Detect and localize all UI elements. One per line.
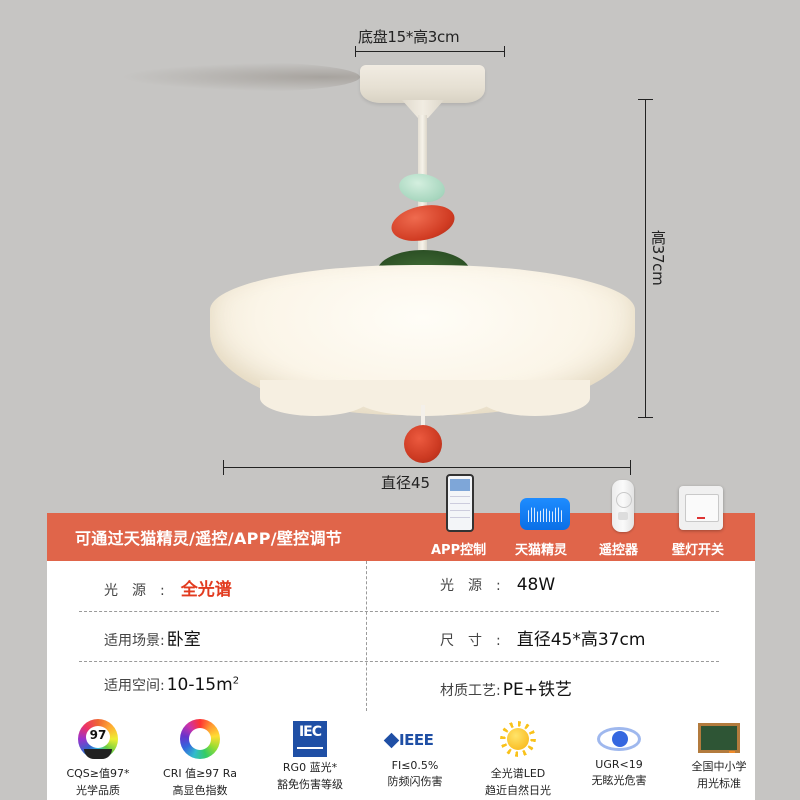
cert-line2: 趋近自然日光 — [485, 784, 551, 797]
cert-cri: CRI 值≥97 Ra 高显色指数 — [156, 711, 244, 798]
spec-key: 光源: — [104, 583, 179, 599]
spec-key: 材质工艺: — [440, 683, 501, 699]
cert-line1: CRI 值≥97 Ra — [163, 767, 237, 780]
smartphone-app-icon — [446, 474, 474, 532]
phone-list-line — [450, 510, 470, 511]
spec-row: 光源:全光谱 光源:48W — [47, 561, 755, 611]
cert-full-spectrum: 全光谱LED 趋近自然日光 — [474, 711, 562, 798]
cert-line2: 光学品质 — [76, 784, 120, 797]
cert-line1: 全光谱LED — [490, 767, 546, 780]
spec-key: 适用场景: — [104, 633, 165, 649]
control-methods-banner: 可通过天猫精灵/遥控/APP/壁控调节 — [47, 513, 755, 561]
spec-row: 适用空间:10-15m2 材质工艺:PE+铁艺 — [47, 661, 755, 711]
spec-value-superscript: 2 — [232, 675, 240, 687]
ceiling-shadow — [120, 62, 360, 92]
spec-value: PE+铁艺 — [502, 680, 572, 700]
cert-line2: 无眩光危害 — [591, 774, 647, 787]
spec-table: 光源:全光谱 光源:48W 适用场景:卧室 尺寸:直径45*高37cm 适用空间… — [47, 561, 755, 711]
cert-line1: 全国中小学 — [691, 760, 747, 773]
cert-line2: 豁免伤害等级 — [277, 778, 343, 791]
lamp-shade-lobe — [480, 380, 590, 416]
spec-value: 卧室 — [166, 630, 201, 650]
spec-value: 10-15m2 — [167, 675, 239, 695]
cqs-97-badge-icon: 97 — [78, 719, 118, 759]
phone-list-line — [450, 496, 470, 497]
spec-value: 全光谱 — [180, 580, 232, 600]
spec-value-text: 10-15m — [166, 675, 233, 695]
remote-control-icon — [612, 480, 634, 532]
base-dimension-label: 底盘15*高3cm — [358, 28, 460, 46]
diameter-dimension-line — [223, 460, 631, 475]
lamp-shade-lobe — [355, 380, 495, 416]
base-dimension-line — [355, 46, 505, 57]
lamp-canopy — [360, 65, 485, 103]
iec-logo-icon: IEC — [293, 721, 327, 757]
spec-size: 尺寸:直径45*高37cm — [440, 625, 645, 650]
sun-icon — [498, 719, 538, 759]
diameter-dimension-label: 直径45 — [381, 474, 431, 492]
cert-line2: 高显色指数 — [172, 784, 228, 797]
control-label-wall-switch: 壁灯开关 — [672, 543, 725, 558]
cert-ieee: IEEE FI≤0.5% 防频闪伤害 — [371, 711, 459, 789]
cert-line1: UGR<19 — [595, 758, 643, 771]
column-divider — [366, 561, 367, 711]
spec-value: 48W — [516, 575, 556, 595]
cert-ugr: UGR<19 无眩光危害 — [575, 711, 663, 788]
wall-switch-icon — [679, 486, 723, 530]
blackboard-icon — [698, 723, 740, 753]
phone-list-line — [450, 517, 470, 518]
row-divider — [79, 611, 719, 612]
cert-line2: 用光标准 — [697, 777, 741, 790]
control-label-remote: 遥控器 — [599, 543, 639, 558]
height-dimension-line — [638, 99, 653, 418]
tmall-genie-speaker-icon — [520, 498, 570, 530]
spec-row: 适用场景:卧室 尺寸:直径45*高37cm — [47, 611, 755, 661]
cert-line2: 防频闪伤害 — [387, 775, 443, 788]
control-label-app: APP控制 — [431, 543, 487, 558]
lamp-green-bead — [397, 170, 447, 206]
cert-line1: FI≤0.5% — [391, 759, 439, 772]
eye-icon — [597, 727, 641, 751]
control-methods-title: 可通过天猫精灵/遥控/APP/壁控调节 — [75, 529, 343, 548]
spec-key: 光源: — [440, 578, 515, 594]
lamp-red-pendant-ball — [404, 425, 442, 463]
lamp-pendant-stem — [421, 405, 425, 430]
cert-school-standard: 全国中小学 用光标准 — [675, 711, 763, 791]
cert-line1: CQS≥值97* — [66, 767, 130, 780]
spec-area: 适用空间:10-15m2 — [104, 675, 239, 695]
spec-power: 光源:48W — [440, 575, 555, 595]
height-dimension-label: 高37cm — [649, 230, 667, 286]
cert-cqs: 97 CQS≥值97* 光学品质 — [54, 711, 142, 798]
lamp-shade-lobe — [260, 380, 370, 416]
spec-value: 直径45*高37cm — [516, 630, 646, 650]
control-label-tmall: 天猫精灵 — [515, 543, 568, 558]
spec-key: 尺寸: — [440, 633, 515, 649]
phone-list-line — [450, 503, 470, 504]
lamp-red-bead — [388, 199, 458, 247]
color-wheel-icon — [180, 719, 220, 759]
spec-scene: 适用场景:卧室 — [104, 625, 201, 650]
cert-line1: RG0 蓝光* — [282, 761, 338, 774]
spec-key: 适用空间: — [104, 678, 165, 694]
ieee-logo-icon: IEEE — [385, 731, 445, 751]
certification-strip: 97 CQS≥值97* 光学品质 CRI 值≥97 Ra 高显色指数 IEC R… — [47, 711, 755, 800]
row-divider — [79, 661, 719, 662]
spec-material: 材质工艺:PE+铁艺 — [440, 675, 572, 700]
spec-light-source: 光源:全光谱 — [104, 575, 232, 600]
cert-iec: IEC RG0 蓝光* 豁免伤害等级 — [266, 711, 354, 792]
